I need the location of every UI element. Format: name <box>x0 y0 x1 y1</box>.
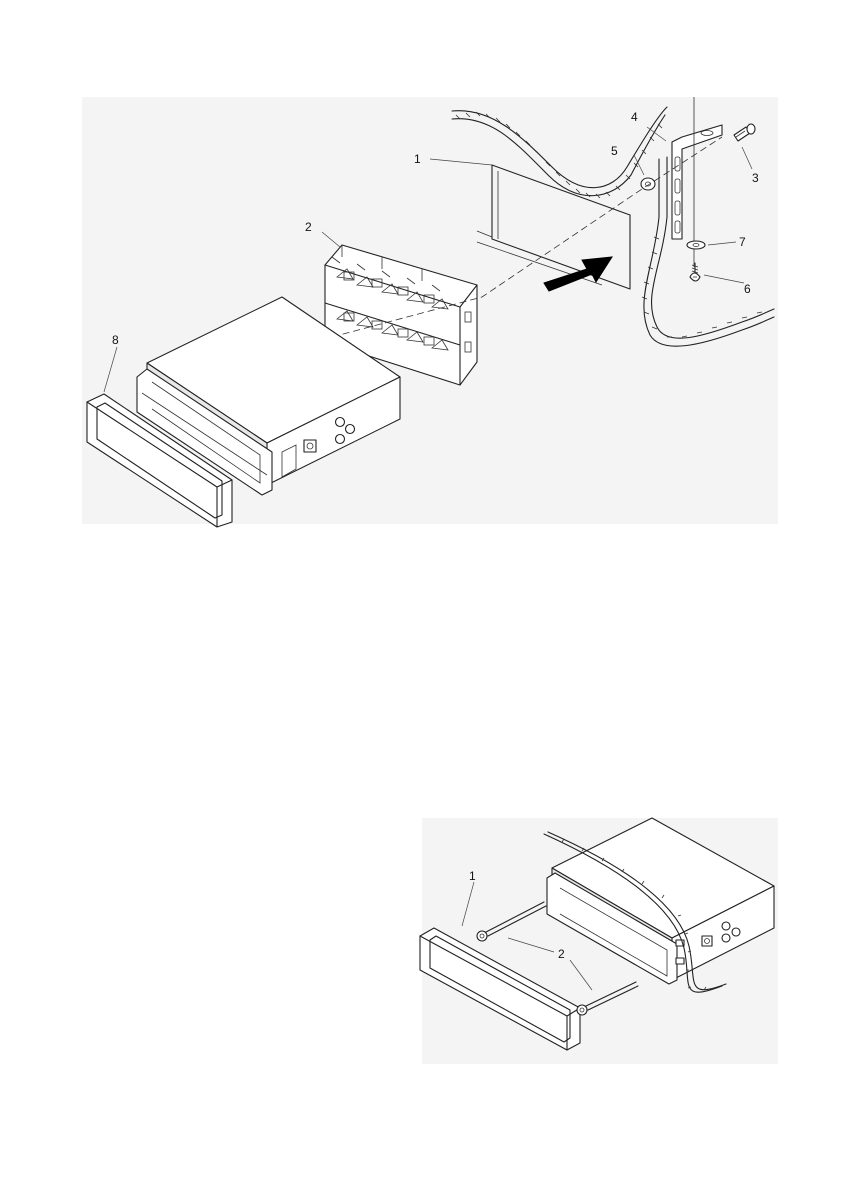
dashboard-panel <box>452 107 774 346</box>
bottom-removal-diagram: 1 2 <box>422 818 778 1064</box>
callout-mount-sleeve: 2 <box>305 220 312 234</box>
callout-trim-ring: 8 <box>112 333 119 347</box>
washer-bottom <box>687 241 705 249</box>
bolt <box>734 124 755 141</box>
bottom-figure-panel: 1 2 <box>422 818 778 1064</box>
callout-frame: 1 <box>414 152 421 166</box>
screw <box>690 263 700 281</box>
top-figure-panel: 1 2 3 4 5 6 7 8 <box>82 97 778 524</box>
callout-washer-top: 5 <box>611 144 618 158</box>
callout-strap: 4 <box>631 110 638 124</box>
removal-key-upper <box>477 902 546 941</box>
callout-removal-keys: 2 <box>558 947 565 961</box>
callout-screw: 6 <box>744 282 751 296</box>
callout-washer-bottom: 7 <box>739 235 746 249</box>
washer-top <box>641 178 655 190</box>
callout-trim-ring: 1 <box>469 869 476 883</box>
removal-key-lower <box>577 982 638 1015</box>
callout-bolt: 3 <box>752 171 759 185</box>
top-installation-diagram: 1 2 3 4 5 6 7 8 <box>82 97 778 524</box>
trim-ring <box>420 928 580 1050</box>
